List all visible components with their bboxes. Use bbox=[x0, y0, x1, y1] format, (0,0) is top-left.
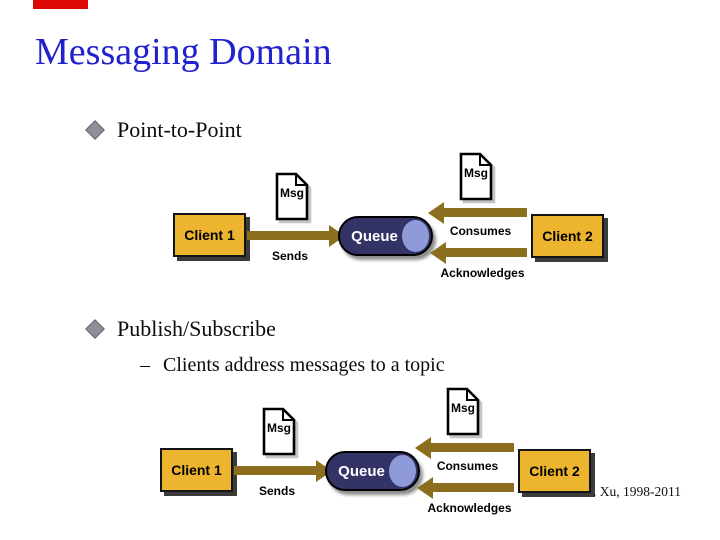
arrow-head bbox=[428, 202, 444, 224]
sends-label: Sends bbox=[271, 249, 308, 263]
diagram-publish-subscribe: Msg Client 1 Sends Queue Msg Consumes bbox=[147, 385, 602, 525]
client-1-box: Client 1 bbox=[173, 213, 246, 257]
msg-document-icon: Msg bbox=[446, 387, 480, 436]
sends-label: Sends bbox=[258, 484, 295, 498]
diagram-point-to-point: Msg Client 1 Sends Queue Msg Consumes bbox=[160, 150, 615, 290]
queue-pill: Queue bbox=[338, 216, 433, 256]
red-accent-bar bbox=[33, 0, 88, 9]
sub-bullet-label: Clients address messages to a topic bbox=[163, 354, 445, 376]
acknowledges-arrow-icon bbox=[417, 477, 514, 499]
footer-credit: . Xu, 1998-2011 bbox=[593, 484, 681, 499]
client-2-box: Client 2 bbox=[531, 214, 604, 258]
bullet-point-to-point: Point-to-Point bbox=[85, 117, 242, 143]
bullet-label: Publish/Subscribe bbox=[117, 316, 276, 341]
arrow-shaft bbox=[432, 483, 514, 492]
document-shape bbox=[275, 172, 309, 221]
arrow-shaft bbox=[234, 466, 317, 475]
arrow-head bbox=[430, 242, 446, 264]
msg-label: Msg bbox=[464, 166, 488, 180]
arrow-shaft bbox=[247, 231, 330, 240]
sends-arrow-icon bbox=[234, 460, 332, 482]
arrow-shaft bbox=[443, 208, 527, 217]
msg-label: Msg bbox=[451, 401, 475, 415]
queue-cap bbox=[402, 220, 429, 252]
consumes-arrow-icon bbox=[415, 437, 514, 459]
arrow-shaft bbox=[445, 248, 527, 257]
acknowledges-arrow-icon bbox=[430, 242, 527, 264]
msg-label: Msg bbox=[280, 186, 304, 200]
msg-document-icon: Msg bbox=[262, 407, 296, 456]
bullet-publish-subscribe: Publish/Subscribe bbox=[85, 316, 276, 342]
msg-label: Msg bbox=[267, 421, 291, 435]
queue-label: Queue bbox=[338, 462, 385, 480]
diamond-bullet-icon bbox=[85, 120, 105, 140]
acknowledges-label: Acknowledges bbox=[427, 501, 512, 515]
client-2-label: Client 2 bbox=[529, 463, 580, 479]
queue-cap bbox=[389, 455, 416, 487]
arrow-shaft bbox=[430, 443, 514, 452]
acknowledges-label: Acknowledges bbox=[440, 266, 525, 280]
msg-document-icon: Msg bbox=[459, 152, 493, 201]
consumes-label: Consumes bbox=[436, 459, 499, 473]
document-shape bbox=[446, 387, 480, 436]
bullet-label: Point-to-Point bbox=[117, 117, 242, 142]
diamond-bullet-icon bbox=[85, 319, 105, 339]
document-shape bbox=[459, 152, 493, 201]
queue-pill: Queue bbox=[325, 451, 420, 491]
queue-label: Queue bbox=[351, 227, 398, 245]
client-2-box: Client 2 bbox=[518, 449, 591, 493]
dash-marker: – bbox=[140, 354, 150, 376]
arrow-head bbox=[417, 477, 433, 499]
page-title: Messaging Domain bbox=[35, 31, 332, 73]
document-shape bbox=[262, 407, 296, 456]
client-1-box: Client 1 bbox=[160, 448, 233, 492]
sub-bullet: – Clients address messages to a topic bbox=[140, 354, 445, 377]
client-1-label: Client 1 bbox=[171, 462, 222, 478]
client-1-label: Client 1 bbox=[184, 227, 235, 243]
arrow-head bbox=[415, 437, 431, 459]
sends-arrow-icon bbox=[247, 225, 345, 247]
consumes-arrow-icon bbox=[428, 202, 527, 224]
consumes-label: Consumes bbox=[449, 224, 512, 238]
msg-document-icon: Msg bbox=[275, 172, 309, 221]
client-2-label: Client 2 bbox=[542, 228, 593, 244]
